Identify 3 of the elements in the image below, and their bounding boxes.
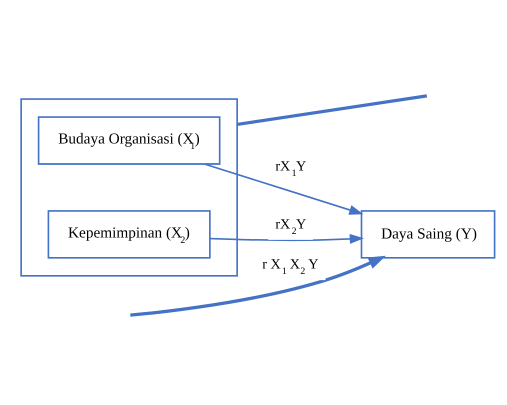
edge-label: rX$_{2}$Y <box>275 216 306 236</box>
edge-label: r X$_{1}$ X$_{2}$ Y <box>262 256 319 277</box>
edge-label: rX$_{1}$Y <box>275 158 306 178</box>
